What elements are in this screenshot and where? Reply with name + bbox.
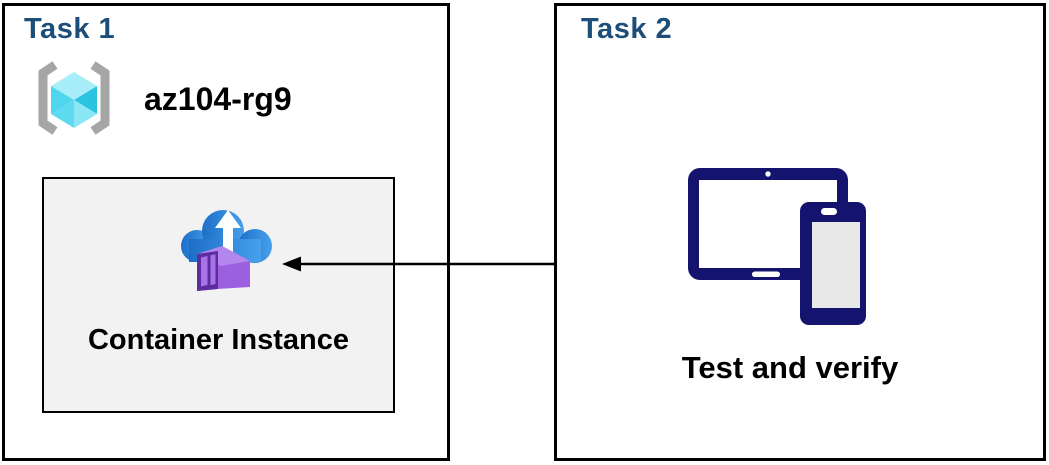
container-instance-label: Container Instance	[87, 324, 350, 356]
task1-title: Task 1	[24, 13, 116, 45]
cloud-upload-shape	[181, 210, 272, 263]
test-and-verify-label: Test and verify	[681, 350, 899, 385]
task2-title: Task 2	[581, 13, 673, 45]
container-instance-icon	[181, 210, 272, 291]
resource-group-row: az104-rg9	[30, 60, 292, 138]
container-cube-shape	[197, 246, 250, 291]
phone-shape	[800, 202, 866, 325]
resource-group-icon	[38, 61, 110, 135]
resource-group-name: az104-rg9	[144, 80, 292, 117]
tablet-and-phone-icon	[688, 168, 866, 325]
